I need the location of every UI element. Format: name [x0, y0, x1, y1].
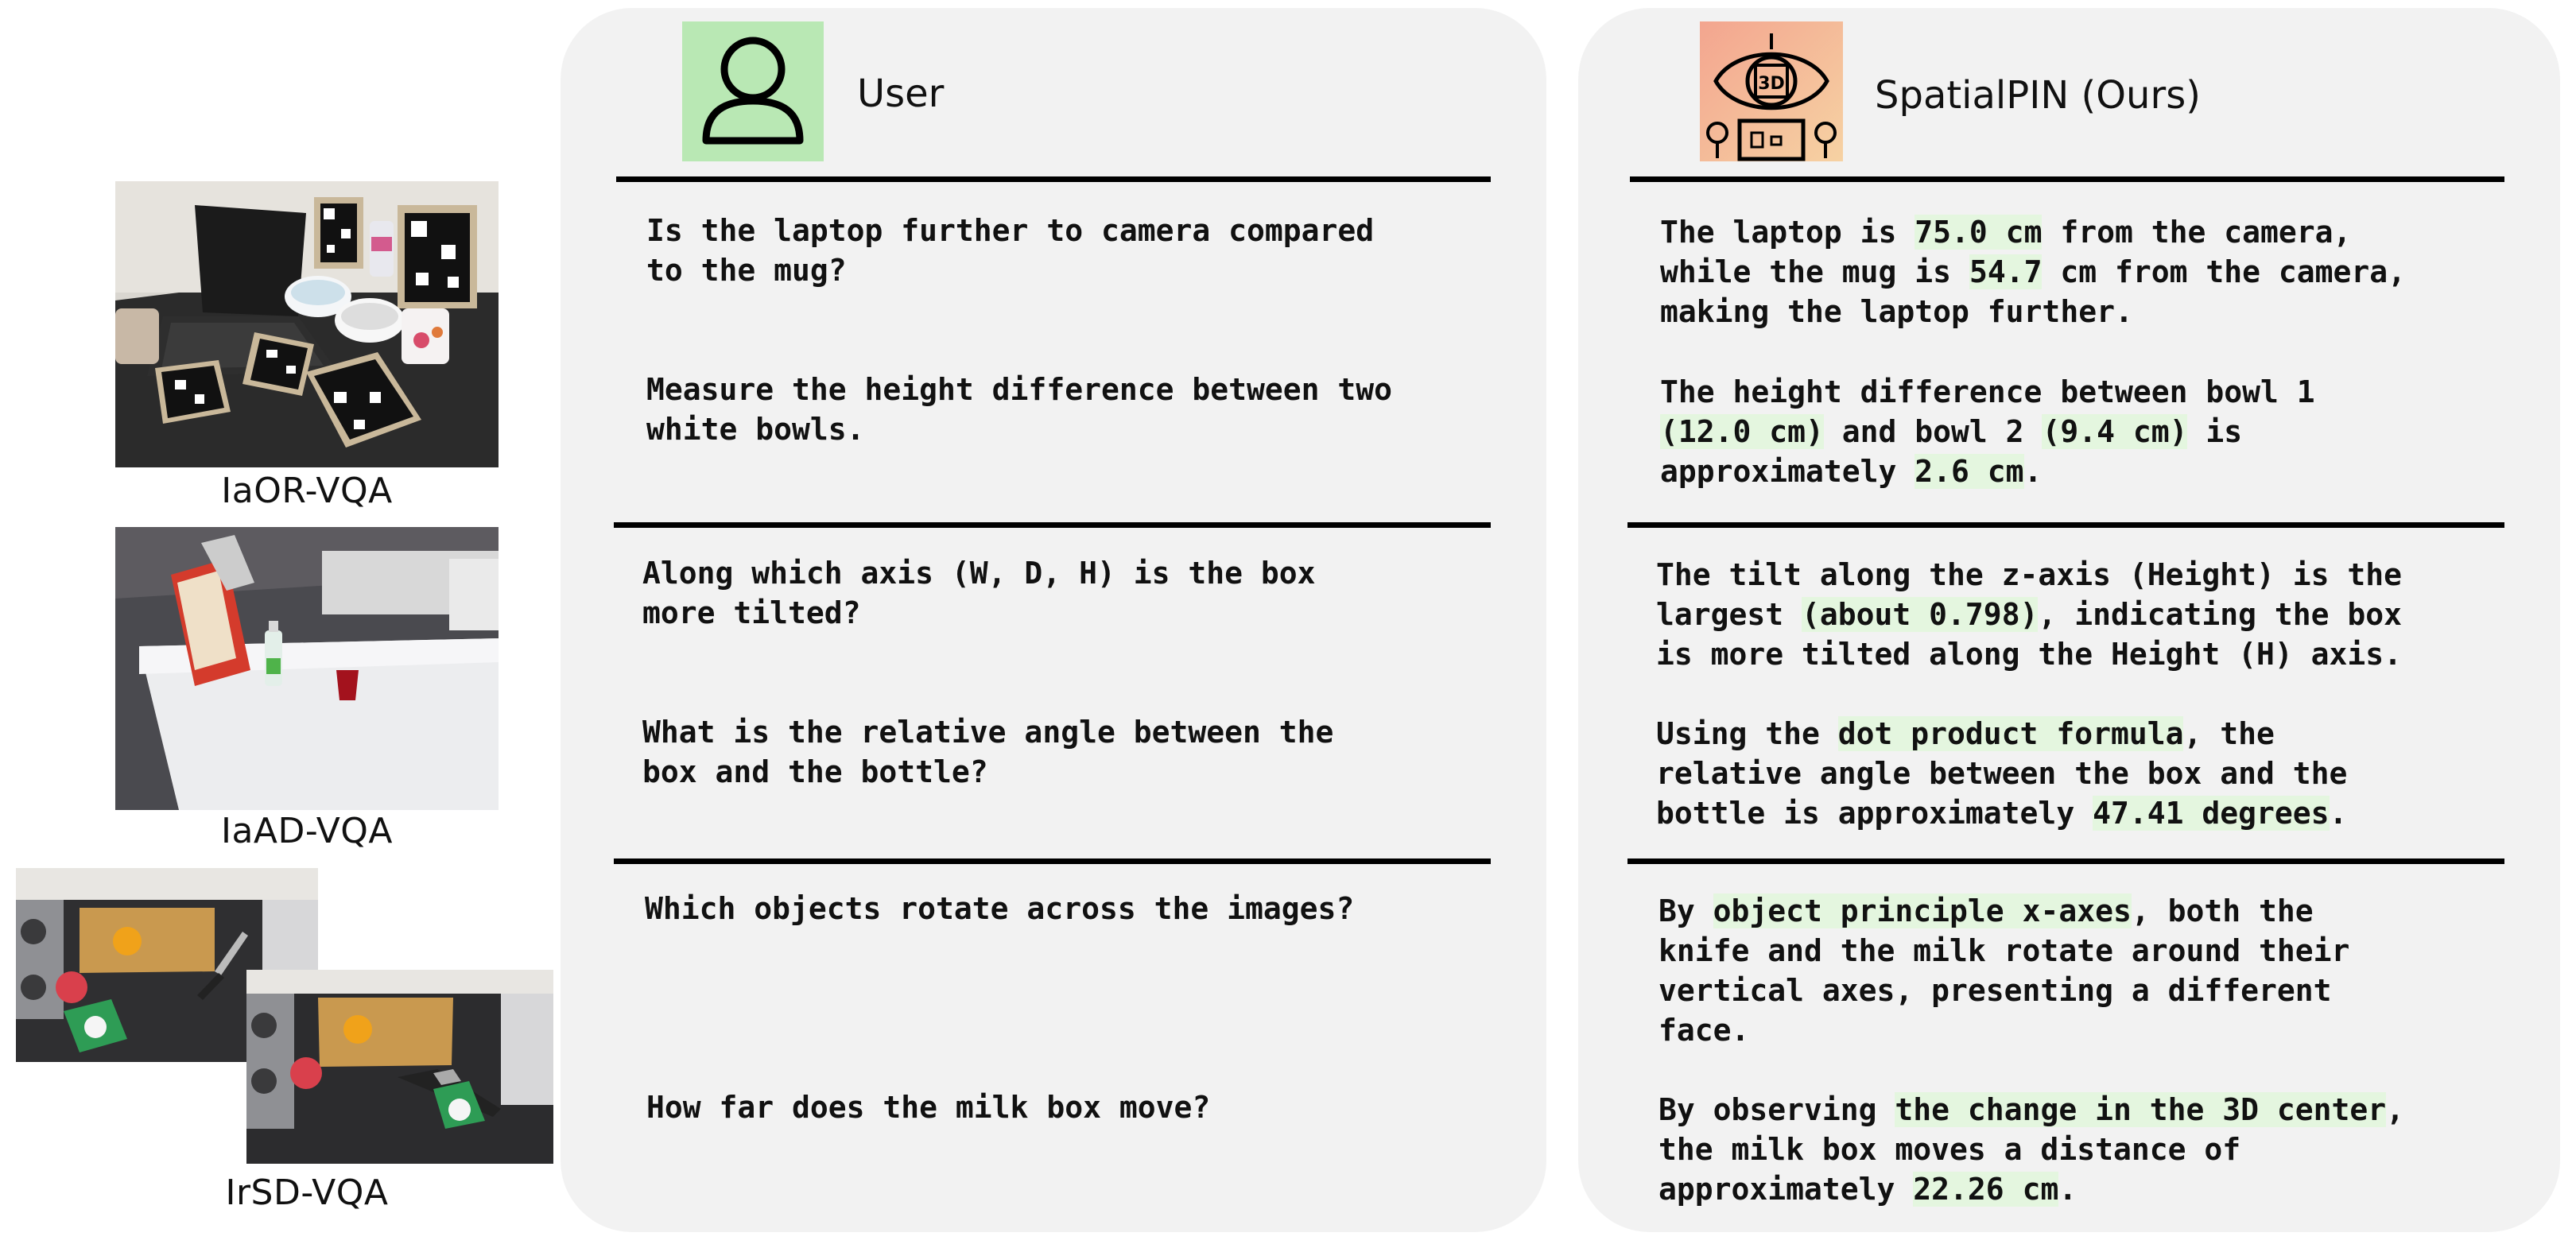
- highlighted-value: the change in the 3D center: [1895, 1092, 2387, 1127]
- answer-text: knife and the milk rotate around their: [1658, 933, 2350, 968]
- model-divider-bottom: [1627, 858, 2504, 864]
- highlighted-value: 2.6 cm: [1915, 454, 2024, 489]
- highlighted-value: 54.7: [1969, 254, 2043, 289]
- answer-text: Using the: [1656, 716, 1838, 751]
- user-divider-bottom: [614, 858, 1491, 864]
- answer-text: approximately: [1658, 1172, 1914, 1207]
- answer-text: bottle is approximately: [1656, 796, 2093, 831]
- answer-text: cm from the camera,: [2042, 254, 2407, 289]
- answer-text: .: [2329, 796, 2348, 831]
- answer-text: the milk box moves a distance of: [1658, 1132, 2241, 1167]
- highlighted-value: object principle x-axes: [1713, 893, 2132, 928]
- model-answer: By observing the change in the 3D center…: [1658, 1090, 2404, 1209]
- dataset-label-iaad: IaAD-VQA: [220, 811, 394, 851]
- user-panel-title: User: [857, 72, 945, 116]
- answer-text: largest: [1656, 597, 1802, 632]
- answer-text: while the mug is: [1660, 254, 1969, 289]
- highlighted-value: (12.0 cm): [1660, 414, 1824, 449]
- user-divider-top: [616, 176, 1491, 182]
- answer-text: .: [2058, 1172, 2077, 1207]
- model-answer: Using the dot product formula, the relat…: [1656, 714, 2347, 833]
- user-question: What is the relative angle between the b…: [642, 715, 1334, 789]
- answer-text: relative angle between the box and the: [1656, 756, 2348, 791]
- irsd-vqa-photo-2: [246, 970, 553, 1164]
- answer-text: By: [1658, 893, 1713, 928]
- answer-text: making the laptop further.: [1660, 294, 2133, 329]
- user-question: Is the laptop further to camera compared…: [646, 213, 1375, 288]
- answer-text: .: [2023, 454, 2043, 489]
- highlighted-value: 22.26 cm: [1913, 1172, 2059, 1207]
- user-icon: [682, 21, 824, 161]
- highlighted-value: (about 0.798): [1802, 597, 2039, 632]
- user-panel: [561, 8, 1546, 1232]
- user-question: How far does the milk box move?: [646, 1090, 1211, 1125]
- highlighted-value: 75.0 cm: [1915, 215, 2043, 250]
- model-divider-top: [1630, 176, 2504, 182]
- answer-text: and bowl 2: [1823, 414, 2043, 449]
- user-question: Along which axis (W, D, H) is the box mo…: [642, 556, 1316, 630]
- user-question: Measure the height difference between tw…: [646, 372, 1392, 447]
- highlighted-value: 47.41 degrees: [2093, 796, 2330, 831]
- iaad-vqa-photo: [115, 527, 499, 810]
- highlighted-value: dot product formula: [1837, 716, 2184, 751]
- answer-text: is: [2187, 414, 2243, 449]
- answer-text: from the camera,: [2042, 215, 2352, 250]
- answer-text: , the: [2183, 716, 2275, 751]
- icon-3d-label: 3D: [1758, 74, 1785, 94]
- iaor-vqa-photo: [115, 181, 499, 467]
- answer-text: , both the: [2131, 893, 2314, 928]
- dataset-label-iaor: IaOR-VQA: [221, 471, 393, 511]
- dataset-label-irsd: IrSD-VQA: [225, 1172, 389, 1213]
- highlighted-value: (9.4 cm): [2042, 414, 2188, 449]
- model-answer: The tilt along the z-axis (Height) is th…: [1656, 555, 2402, 674]
- answer-text: is more tilted along the Height (H) axis…: [1656, 637, 2402, 672]
- model-answer: The laptop is 75.0 cm from the camera, w…: [1660, 212, 2406, 331]
- user-question: Which objects rotate across the images?: [645, 891, 1355, 926]
- robot-eye-icon: 3D: [1700, 21, 1843, 161]
- answer-text: By observing: [1658, 1092, 1895, 1127]
- answer-text: The tilt along the z-axis (Height) is th…: [1656, 557, 2402, 592]
- model-answer: By object principle x-axes, both the kni…: [1658, 891, 2349, 1050]
- answer-text: face.: [1658, 1013, 1750, 1048]
- answer-text: approximately: [1660, 454, 1915, 489]
- user-divider-middle: [614, 522, 1491, 528]
- answer-text: The laptop is: [1660, 215, 1915, 250]
- answer-text: vertical axes, presenting a different: [1658, 973, 2332, 1008]
- model-panel: [1578, 8, 2560, 1232]
- answer-text: ,: [2386, 1092, 2405, 1127]
- model-divider-middle: [1627, 522, 2504, 528]
- model-panel-title: SpatialPIN (Ours): [1875, 73, 2201, 118]
- model-answer: The height difference between bowl 1 (12…: [1660, 372, 2315, 491]
- answer-text: The height difference between bowl 1: [1660, 374, 2315, 409]
- answer-text: , indicating the box: [2038, 597, 2403, 632]
